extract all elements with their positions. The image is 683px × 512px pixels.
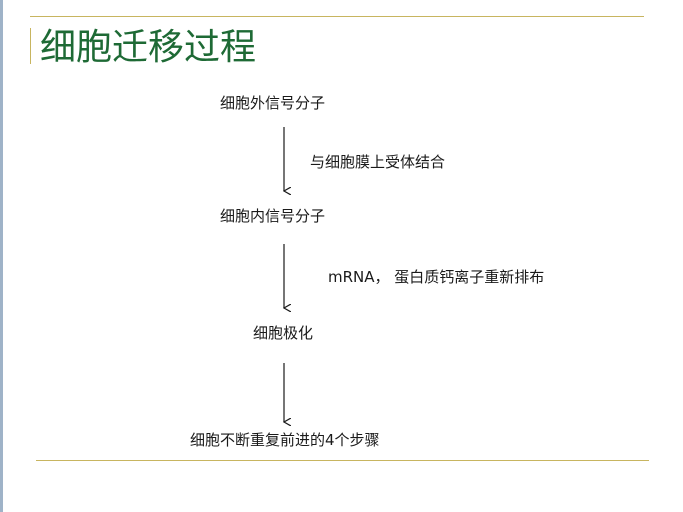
node-migration-steps: 细胞不断重复前进的4个步骤 — [190, 431, 380, 449]
left-border — [0, 0, 3, 512]
node-intracellular-signal: 细胞内信号分子 — [220, 207, 326, 225]
title-accent-line — [30, 28, 31, 64]
top-divider — [30, 16, 644, 17]
node-extracellular-signal: 细胞外信号分子 — [220, 94, 326, 112]
edge-label-receptor-binding: 与细胞膜上受体结合 — [310, 153, 446, 171]
slide-title: 细胞迁移过程 — [40, 27, 257, 68]
bottom-divider — [36, 460, 649, 461]
edge-label-rearrangement: mRNA， 蛋白质钙离子重新排布 — [328, 268, 545, 286]
node-cell-polarization: 细胞极化 — [253, 324, 314, 342]
